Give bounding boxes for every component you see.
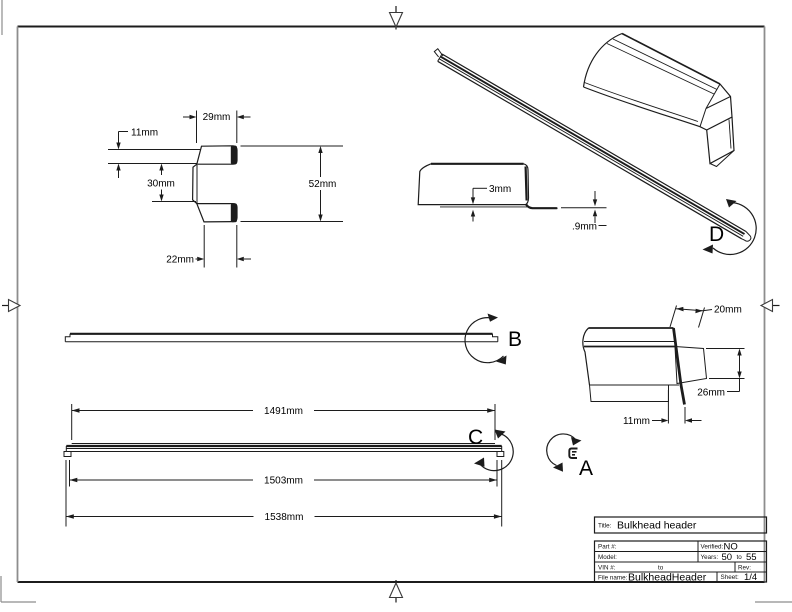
dim-1538mm-label: 1538mm: [265, 512, 304, 523]
dim-20mm-tab-width-label: 20mm: [714, 305, 742, 316]
verified-label: Verified:: [701, 544, 724, 551]
rotation-arrow-a: [546, 433, 577, 467]
dim-22mm-bottom-width-label: 22mm: [166, 255, 194, 266]
title-value: Bulkhead header: [617, 520, 697, 532]
dim-30mm-web-label: 30mm: [147, 179, 175, 190]
dim-09mm-thickness-label: .9mm: [572, 222, 597, 233]
dim-11mm-offset-label: 11mm: [623, 416, 650, 427]
border-frame: [16, 25, 766, 583]
years-from-value: 50: [722, 552, 733, 563]
model-label: Model:: [598, 554, 617, 561]
vin-to-word: to: [658, 565, 664, 572]
rotation-arrow-c: [477, 432, 514, 472]
sheet-label: Sheet:: [721, 574, 739, 581]
part-label: Part #:: [598, 544, 617, 551]
rotation-arrow-b: [464, 317, 504, 364]
view-label-b: B: [508, 328, 522, 351]
years-label: Years:: [701, 554, 719, 561]
view-label-c: C: [468, 426, 483, 449]
view-label-d: D: [709, 223, 724, 246]
front-length-view: 1491mm 1503mm 1538mm C: [63, 404, 514, 527]
title-box: [593, 516, 768, 534]
dim-52mm-height-label: 52mm: [309, 179, 337, 190]
dim-11mm-top-offset-label: 11mm: [131, 128, 158, 139]
file-label: File name:: [598, 575, 628, 582]
rotation-arrow-d: [712, 201, 757, 256]
center-mark-bottom: [388, 580, 404, 603]
side-view-b: B: [64, 313, 522, 365]
center-mark-right: [759, 298, 780, 313]
verified-value: NO: [724, 542, 738, 553]
dim-1491mm-label: 1491mm: [264, 406, 303, 417]
vin-label: VIN #:: [598, 565, 616, 572]
end-section-view: 20mm 26mm 11mm: [582, 305, 745, 427]
years-to-word: to: [737, 554, 743, 561]
view-label-a: A: [579, 457, 593, 480]
sheet-value: 1/4: [744, 572, 757, 583]
lip-detail-view: 3mm .9mm: [417, 162, 607, 233]
title-block: Title: Bulkhead header Part #: Verified:…: [593, 516, 768, 584]
dim-26mm-tab-height-label: 26mm: [697, 388, 725, 399]
rev-label: Rev:: [738, 565, 751, 572]
file-value: BulkheadHeader: [628, 572, 707, 584]
years-to-value: 55: [746, 552, 757, 563]
detail-a-marker: A: [546, 433, 593, 480]
center-mark-left: [2, 298, 22, 313]
iso-rail-view: D: [433, 47, 757, 256]
iso-corner-view: [582, 32, 735, 168]
dim-29mm-top-width-label: 29mm: [203, 112, 231, 123]
section-view: 11mm 30mm 29mm 52mm 22mm: [108, 110, 343, 268]
title-label: Title:: [598, 523, 612, 530]
dim-3mm-lip-drop-label: 3mm: [489, 184, 511, 195]
center-mark-top: [388, 6, 404, 30]
dim-1503mm-label: 1503mm: [264, 476, 303, 487]
